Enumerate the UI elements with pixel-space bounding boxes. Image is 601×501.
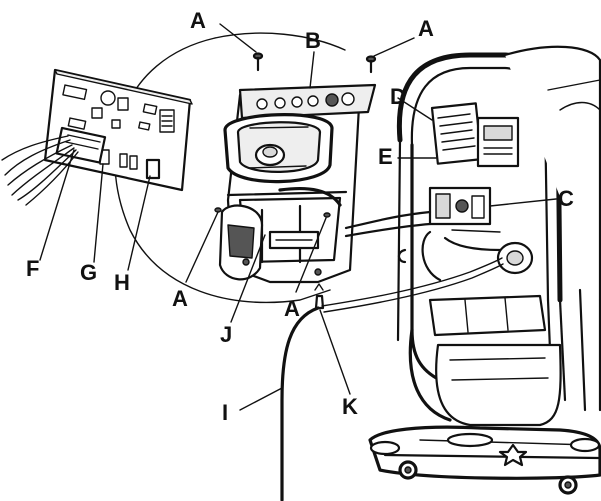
callout-a-top-right: A [418, 16, 434, 41]
callout-g: G [80, 260, 97, 285]
wire-bundle [1, 135, 79, 206]
screw-top-right [365, 55, 377, 74]
screw-top-left [252, 52, 264, 72]
callout-e: E [378, 144, 393, 169]
hose-fitting [314, 283, 325, 310]
screw-lower-right [323, 212, 331, 218]
callout-f: F [26, 256, 39, 281]
leader-lines [39, 23, 557, 411]
callout-b: B [305, 28, 321, 53]
callout-a-top-left: A [190, 8, 206, 33]
harness-cables [344, 210, 432, 238]
drain-hose [280, 257, 504, 501]
callout-a-lower-right: A [284, 296, 300, 321]
callout-labels: A B A D E C F G H A A J K I [26, 8, 574, 425]
callout-h: H [114, 270, 130, 295]
circuit-board [43, 68, 193, 192]
callout-a-lower-left: A [172, 286, 188, 311]
callout-j: J [220, 322, 232, 347]
callout-i: I [222, 400, 228, 425]
callout-k: K [342, 394, 358, 419]
control-panel [218, 83, 377, 284]
callout-c: C [558, 186, 574, 211]
callout-d: D [390, 84, 406, 109]
detail-magnifier-outline [114, 32, 346, 304]
machine-body [368, 45, 601, 495]
